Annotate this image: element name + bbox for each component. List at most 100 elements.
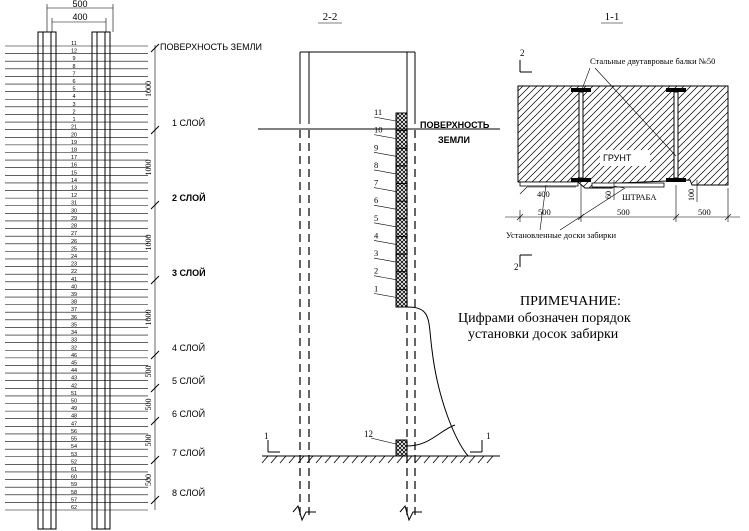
layer-label: 8 СЛОЙ bbox=[172, 487, 205, 498]
dim-bottom-3: 500 bbox=[698, 207, 711, 217]
ground-surface-line1: ПОВЕРХНОСТЬ bbox=[420, 120, 490, 130]
board-number: 31 bbox=[71, 201, 77, 207]
board-number: 9 bbox=[72, 56, 75, 62]
board-number: 56 bbox=[71, 429, 77, 435]
board-number: 48 bbox=[71, 414, 77, 420]
board-order-label: 9 bbox=[374, 142, 378, 152]
cut-label-right: 1 bbox=[486, 431, 491, 441]
board-number: 47 bbox=[71, 421, 77, 427]
board-number: 24 bbox=[71, 254, 77, 260]
board-number: 29 bbox=[71, 216, 77, 222]
board-number: 39 bbox=[71, 292, 77, 298]
board-number: 46 bbox=[71, 353, 77, 359]
board-order-label: 5 bbox=[374, 213, 378, 223]
soil-body bbox=[517, 85, 729, 189]
note-line2: установки досок забирки bbox=[468, 327, 619, 342]
board-number: 5 bbox=[72, 87, 75, 93]
board-number: 38 bbox=[71, 300, 77, 306]
board-order-label: 10 bbox=[374, 125, 383, 135]
left-elevation-view: 500 400 11129876543212120191817161514131… bbox=[5, 0, 262, 530]
board-number: 59 bbox=[71, 482, 77, 488]
note-title: ПРИМЕЧАНИЕ: bbox=[520, 294, 621, 309]
board-numbers: 1112987654321212019181716151413123130292… bbox=[71, 41, 77, 511]
board-number: 22 bbox=[71, 269, 77, 275]
ground-surface-line2: ЗЕМЛИ bbox=[438, 135, 470, 145]
board-number: 43 bbox=[71, 376, 77, 382]
board-number: 16 bbox=[71, 163, 77, 169]
board-number: 30 bbox=[71, 208, 77, 214]
layer-label: 2 СЛОЙ bbox=[172, 192, 206, 203]
dim-inner-label: 400 bbox=[72, 12, 87, 22]
board-number: 12 bbox=[71, 193, 77, 199]
board-order-label: 11 bbox=[374, 107, 382, 117]
board-number: 40 bbox=[71, 284, 77, 290]
beams-label: Стальные двутавровые балки №50 bbox=[590, 56, 715, 66]
board-order-label: 6 bbox=[374, 195, 378, 205]
board-order-label: 8 bbox=[374, 160, 378, 170]
layer-label: 5 СЛОЙ bbox=[172, 375, 205, 386]
boards-stack bbox=[395, 112, 408, 308]
board-order-label: 7 bbox=[374, 178, 378, 188]
board-number: 28 bbox=[71, 224, 77, 230]
board-number: 35 bbox=[71, 322, 77, 328]
cut-label-left: 1 bbox=[264, 431, 269, 441]
note-block: ПРИМЕЧАНИЕ: Цифрами обозначен порядок ус… bbox=[458, 294, 631, 342]
top-dimensions: 500 400 bbox=[46, 0, 114, 32]
board-number: 42 bbox=[71, 383, 77, 389]
cut-label-bottom: 2 bbox=[514, 262, 519, 272]
board-number: 6 bbox=[72, 79, 75, 85]
board-number: 41 bbox=[71, 277, 77, 283]
board-order-label: 1 bbox=[374, 283, 378, 293]
board-number: 55 bbox=[71, 437, 77, 443]
board-number: 11 bbox=[71, 41, 77, 47]
bottom-board-12 bbox=[395, 439, 408, 457]
dim-60-label: 60 bbox=[604, 191, 613, 199]
dim-bottom-2: 500 bbox=[617, 207, 630, 217]
layer-dim-label: 500 bbox=[144, 474, 153, 486]
cut-label-top: 2 bbox=[520, 48, 525, 58]
board-order-label: 2 bbox=[374, 266, 378, 276]
board-number: 52 bbox=[71, 459, 77, 465]
layer-label: 7 СЛОЙ bbox=[172, 447, 205, 458]
boards-label: Установленные доски забирки bbox=[506, 230, 617, 240]
board-number: 4 bbox=[72, 94, 75, 100]
layer-dim-label: 1000 bbox=[144, 235, 153, 251]
ground-surface-label: ПОВЕРХНОСТЬ ЗЕМЛИ bbox=[160, 42, 262, 52]
dim-outer-label: 500 bbox=[72, 0, 87, 9]
board-number: 60 bbox=[71, 475, 77, 481]
board-number: 7 bbox=[72, 71, 75, 77]
board-number: 21 bbox=[71, 125, 77, 131]
board-number: 57 bbox=[71, 497, 77, 503]
board-lines bbox=[5, 45, 148, 511]
board-number: 13 bbox=[71, 186, 77, 192]
soil-label: ГРУНТ bbox=[603, 153, 632, 163]
layer-label: 6 СЛОЙ bbox=[172, 408, 205, 419]
layer-dim-label: 500 bbox=[144, 366, 153, 378]
dim-400-label: 400 bbox=[537, 189, 550, 199]
layer-dim-label: 500 bbox=[144, 399, 153, 411]
board-number: 34 bbox=[71, 330, 77, 336]
board-number: 15 bbox=[71, 170, 77, 176]
board-number: 32 bbox=[71, 345, 77, 351]
board-number: 45 bbox=[71, 360, 77, 366]
section-2-2-title: 2-2 bbox=[323, 11, 338, 23]
section-1-1: 1-1 ГРУНТ Стальные двутавровые балки №50… bbox=[505, 11, 740, 272]
board-number: 36 bbox=[71, 315, 77, 321]
layer-dim-label: 1000 bbox=[144, 160, 153, 176]
note-line1: Цифрами обозначен порядок bbox=[458, 311, 631, 326]
board-number: 20 bbox=[71, 132, 77, 138]
board-number: 26 bbox=[71, 239, 77, 245]
board-number: 1 bbox=[72, 117, 75, 123]
dim-100-label: 100 bbox=[687, 189, 696, 201]
board-number: 8 bbox=[72, 64, 75, 70]
board-number: 61 bbox=[71, 467, 77, 473]
groove-label: ШТРАБА bbox=[622, 192, 657, 202]
board-number: 50 bbox=[71, 399, 77, 405]
section-1-1-title: 1-1 bbox=[605, 11, 620, 23]
board-number: 27 bbox=[71, 231, 77, 237]
board-number: 33 bbox=[71, 338, 77, 344]
layer-dim-label: 500 bbox=[144, 435, 153, 447]
